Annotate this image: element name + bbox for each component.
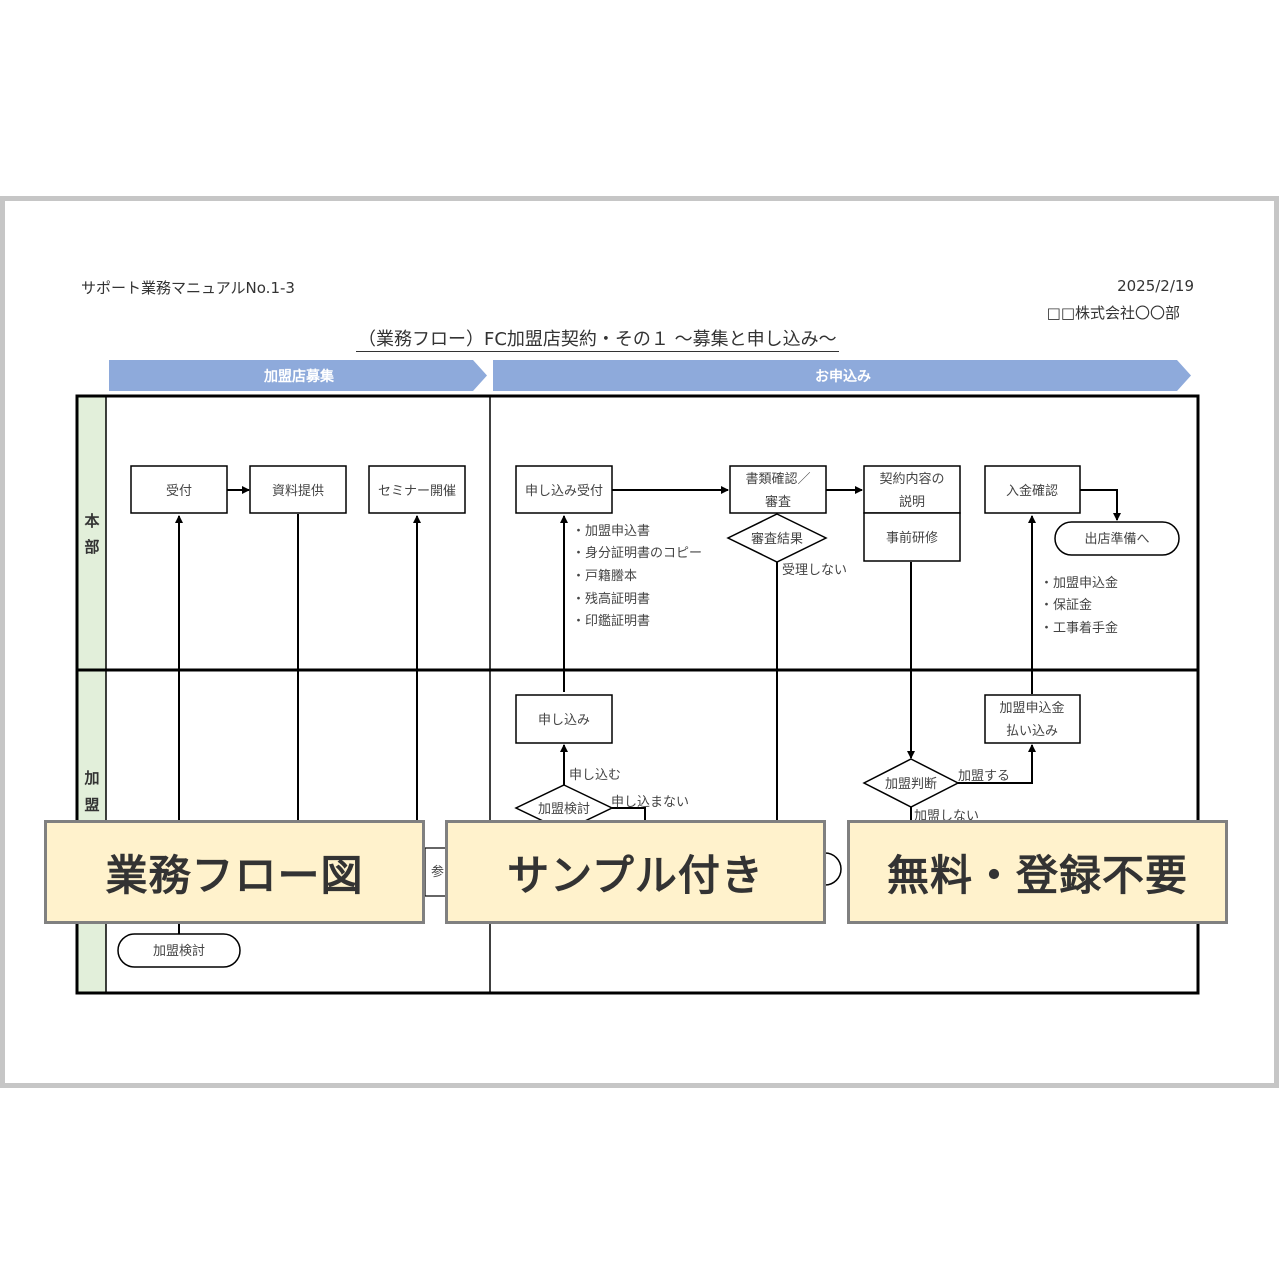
- phase-arrow-shape: [493, 360, 1191, 391]
- terminator-kamei-kento: 加盟検討: [117, 933, 241, 968]
- svg-text:参: 参: [431, 864, 444, 880]
- process-box-shorui-shinsa: 書類確認／ 審査: [729, 465, 827, 514]
- process-box-keiyaku-setsumei: 契約内容の 説明: [863, 465, 961, 514]
- svg-text:書類確認／: 書類確認／: [745, 471, 810, 487]
- manual-id: サポート業務マニュアルNo.1-3: [81, 279, 295, 297]
- lane-label-char: 部: [84, 538, 99, 556]
- required-documents-list: ・加盟申込書 ・身分証明書のコピー ・戸籍謄本 ・残高証明書 ・印鑑証明書: [572, 524, 702, 629]
- lane-label-char: 盟: [84, 796, 99, 814]
- lane-label-char: 本: [84, 512, 99, 530]
- label-juri-shinai: 受理しない: [782, 563, 847, 578]
- svg-text:審査: 審査: [765, 495, 791, 510]
- svg-text:申し込み受付: 申し込み受付: [525, 484, 603, 499]
- svg-text:加盟判断: 加盟判断: [885, 777, 937, 792]
- process-box-moushikomi-uketsuke: 申し込み受付: [515, 465, 613, 514]
- swimlane-outline: [75, 394, 1200, 995]
- svg-text:・戸籍謄本: ・戸籍謄本: [572, 568, 637, 584]
- label-moushikomanai: 申し込まない: [611, 795, 689, 810]
- svg-text:・残高証明書: ・残高証明書: [572, 591, 650, 607]
- connector-arrow: [958, 744, 1036, 784]
- decision-kamei-handan: 加盟判断: [862, 758, 960, 808]
- process-box-jizen-kenshu: 事前研修: [863, 512, 961, 562]
- banner-free-no-registration: 無料・登録不要: [847, 820, 1228, 924]
- phase-label: お申込み: [815, 368, 871, 385]
- svg-text:申し込み: 申し込み: [538, 713, 590, 728]
- svg-text:審査結果: 審査結果: [751, 532, 803, 547]
- process-box-nyukin: 入金確認: [984, 465, 1081, 514]
- banner-with-sample: サンプル付き: [445, 820, 826, 924]
- svg-text:セミナー開催: セミナー開催: [378, 484, 456, 499]
- svg-text:資料提供: 資料提供: [272, 483, 324, 499]
- page-title: （業務フロー）FC加盟店契約・その１ ～募集と申し込み～: [356, 329, 839, 352]
- terminator-shutten: 出店準備へ: [1054, 521, 1180, 556]
- document-date: 2025/2/19: [1117, 277, 1194, 295]
- svg-text:・工事着手金: ・工事着手金: [1040, 620, 1118, 636]
- phase-label: 加盟店募集: [264, 368, 334, 385]
- organization: □□株式会社〇〇部: [1046, 304, 1180, 322]
- svg-text:出店準備へ: 出店準備へ: [1084, 531, 1149, 547]
- payments-list: ・加盟申込金 ・保証金 ・工事着手金: [1040, 575, 1118, 636]
- svg-text:契約内容の: 契約内容の: [879, 471, 944, 487]
- svg-text:・印鑑証明書: ・印鑑証明書: [572, 613, 650, 629]
- svg-text:受付: 受付: [166, 484, 192, 499]
- svg-text:・加盟申込金: ・加盟申込金: [1040, 575, 1118, 591]
- phase-arrow-application: お申込み: [493, 360, 1193, 391]
- phase-arrow-shape: [109, 360, 487, 391]
- connector-arrow: [1080, 489, 1121, 521]
- process-box-seminar: セミナー開催: [368, 465, 466, 514]
- svg-text:事前研修: 事前研修: [886, 530, 938, 546]
- label-moushikomu: 申し込む: [569, 768, 621, 783]
- svg-text:加盟申込金: 加盟申込金: [999, 700, 1064, 716]
- decision-kamei-kento: 加盟検討: [514, 784, 614, 832]
- lane-header-honbu: [78, 397, 106, 670]
- svg-text:加盟検討: 加盟検討: [153, 943, 205, 959]
- decision-shinsa-kekka: 審査結果: [726, 513, 828, 563]
- process-box-harai-komi: 加盟申込金 払い込み: [984, 694, 1081, 744]
- svg-text:入金確認: 入金確認: [1006, 483, 1058, 499]
- banner-flow-diagram: 業務フロー図: [44, 820, 425, 924]
- terminator-partial: [824, 852, 842, 886]
- process-box-moushikomi: 申し込み: [515, 694, 613, 744]
- process-box-uketsuke: 受付: [130, 465, 228, 514]
- label-kamei-suru: 加盟する: [958, 769, 1010, 784]
- svg-text:説明: 説明: [899, 494, 925, 510]
- svg-text:・身分証明書のコピー: ・身分証明書のコピー: [572, 545, 702, 561]
- svg-text:・加盟申込書: ・加盟申込書: [572, 524, 650, 539]
- phase-arrow-recruitment: 加盟店募集: [109, 360, 489, 391]
- svg-text:・保証金: ・保証金: [1040, 597, 1092, 613]
- process-box-shiryo: 資料提供: [249, 465, 347, 514]
- lane-label-char: 加: [83, 769, 99, 787]
- svg-text:加盟検討: 加盟検討: [538, 801, 590, 817]
- svg-text:払い込み: 払い込み: [1006, 724, 1058, 739]
